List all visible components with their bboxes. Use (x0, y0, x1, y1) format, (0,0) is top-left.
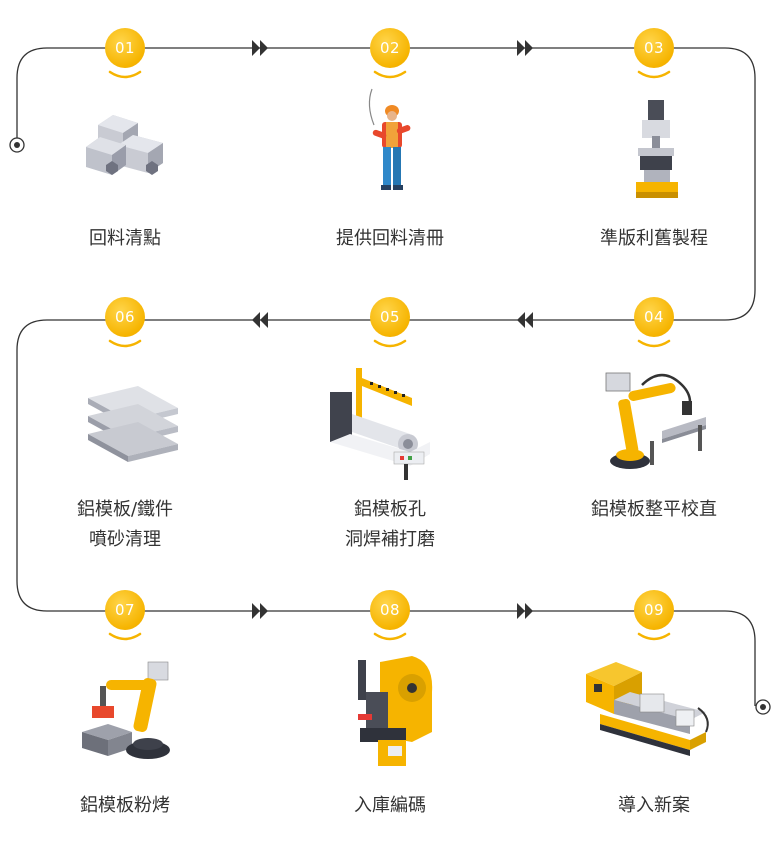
worker-icon (368, 88, 411, 190)
i-beam-stack-icon (88, 386, 178, 462)
arrow-left-icon (517, 312, 533, 328)
arrow-right-icon (517, 40, 533, 56)
step-badge-03: 03 (634, 28, 674, 68)
plate-rolling-machine-icon (330, 368, 430, 480)
step-badge-07: 07 (105, 590, 145, 630)
step-label-line: 鋁模板整平校直 (591, 499, 717, 520)
step-label-line: 導入新案 (618, 795, 690, 816)
robot-arm-icon (605, 372, 706, 469)
step-label-01: 回料清點 (15, 224, 235, 254)
arrow-right-icon (252, 40, 268, 56)
step-badge-05: 05 (370, 297, 410, 337)
step-badge-08: 08 (370, 590, 410, 630)
hex-bars-icon (86, 115, 163, 175)
end-node-icon (755, 699, 771, 715)
step-label-line: 入庫編碼 (354, 795, 426, 816)
step-badge-02: 02 (370, 28, 410, 68)
step-badge-01: 01 (105, 28, 145, 68)
step-label-line: 鋁模板孔 (354, 499, 426, 520)
arrow-right-icon (517, 603, 533, 619)
arrow-right-icon (252, 603, 268, 619)
press-machine-icon (358, 656, 433, 766)
step-label-line: 鋁模板/鐵件 (76, 499, 174, 520)
badge-accent-icon (637, 70, 671, 79)
step-label-line: 回料清點 (89, 228, 161, 249)
lathe-icon (586, 662, 709, 756)
step-label-line: 準版利舊製程 (600, 228, 708, 249)
badge-accent-icon (637, 339, 671, 348)
step-badge-06: 06 (105, 297, 145, 337)
badge-accent-icon (108, 632, 142, 641)
step-label-07: 鋁模板粉烤 (15, 791, 235, 821)
step-label-08: 入庫編碼 (280, 791, 500, 821)
step-label-line: 噴砂清理 (89, 529, 161, 550)
drill-press-icon (636, 100, 678, 198)
step-label-line: 洞焊補打磨 (345, 529, 435, 550)
step-label-02: 提供回料清冊 (280, 224, 500, 254)
step-badge-04: 04 (634, 297, 674, 337)
badge-accent-icon (108, 339, 142, 348)
step-label-05: 鋁模板孔洞焊補打磨 (280, 495, 500, 555)
step-label-06: 鋁模板/鐵件噴砂清理 (15, 495, 235, 555)
badge-accent-icon (373, 632, 407, 641)
step-label-line: 鋁模板粉烤 (80, 795, 170, 816)
start-node-icon (9, 137, 25, 153)
step-badge-09: 09 (634, 590, 674, 630)
badge-accent-icon (108, 70, 142, 79)
step-label-04: 鋁模板整平校直 (544, 495, 764, 525)
step-label-03: 準版利舊製程 (544, 224, 764, 254)
badge-accent-icon (637, 632, 671, 641)
painting-robot-icon (82, 661, 170, 759)
step-label-09: 導入新案 (544, 791, 764, 821)
badge-accent-icon (373, 339, 407, 348)
arrow-left-icon (252, 312, 268, 328)
step-label-line: 提供回料清冊 (336, 228, 444, 249)
badge-accent-icon (373, 70, 407, 79)
